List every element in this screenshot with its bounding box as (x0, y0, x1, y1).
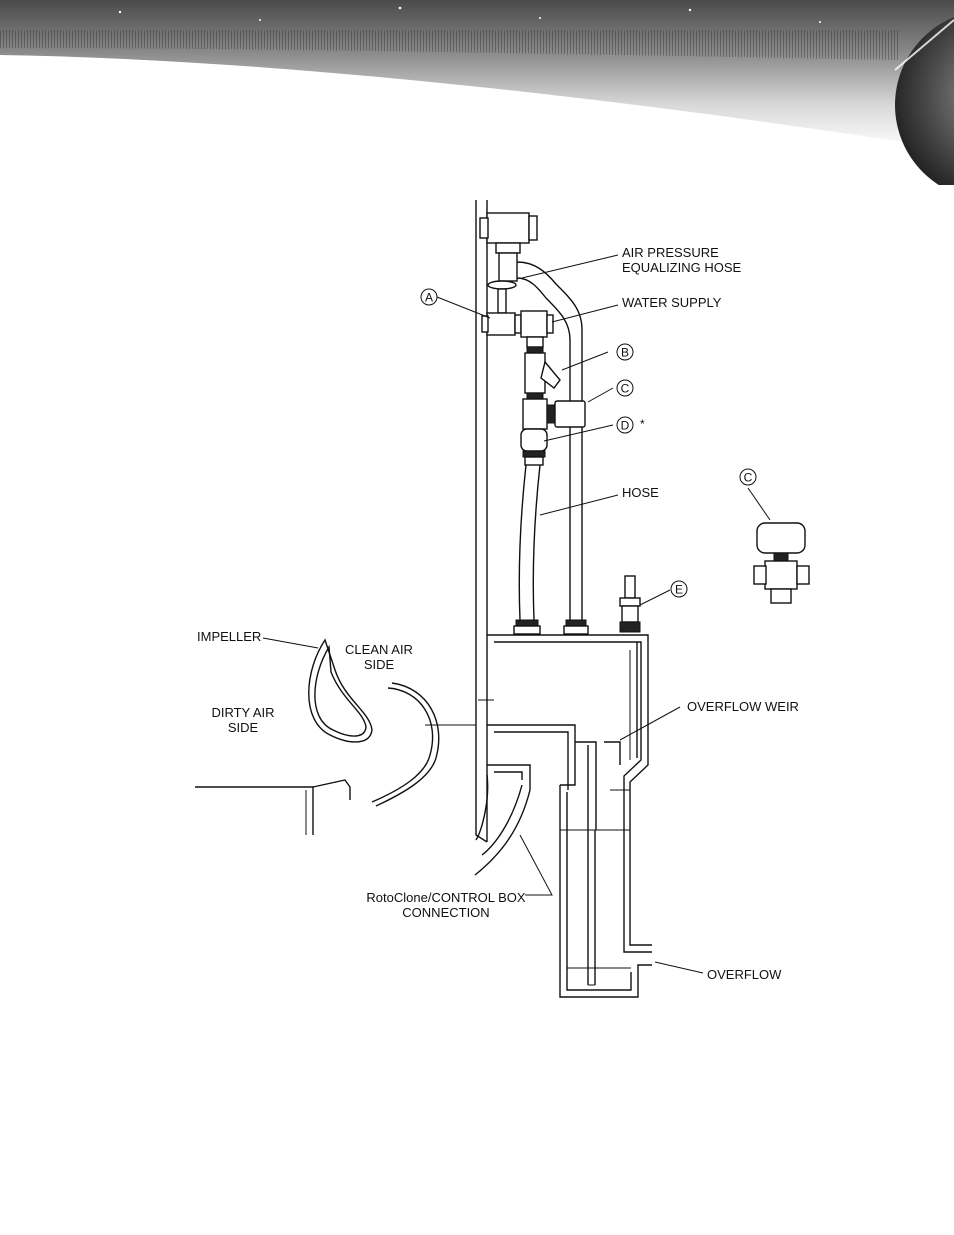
label-dirty-air: DIRTY AIR (211, 705, 274, 720)
valve-e (620, 576, 640, 632)
label-rotoclone: RotoClone/CONTROL BOX (366, 890, 526, 905)
cabinet-wall (476, 200, 487, 842)
valve-d (521, 429, 547, 465)
leader-lines (263, 255, 770, 973)
callout-c-detail: C (740, 469, 756, 485)
valve-c (523, 399, 585, 429)
asterisk-note: * (640, 417, 645, 431)
valve-a-assembly (482, 281, 553, 337)
label-clean-air-side: SIDE (364, 657, 395, 672)
label-air-pressure: AIR PRESSURE (622, 245, 719, 260)
water-hose (514, 465, 588, 634)
label-hose: HOSE (622, 485, 659, 500)
strainer-b (525, 337, 560, 399)
label-equalizing-hose: EQUALIZING HOSE (622, 260, 742, 275)
callout-e: E (671, 581, 687, 597)
label-impeller: IMPELLER (197, 629, 261, 644)
label-water-supply: WATER SUPPLY (622, 295, 722, 310)
callout-d: D (617, 417, 633, 433)
top-tee-fitting (480, 213, 537, 281)
svg-text:A: A (425, 291, 433, 305)
label-dirty-air-side: SIDE (228, 720, 259, 735)
svg-text:C: C (744, 471, 753, 485)
label-overflow: OVERFLOW (707, 967, 782, 982)
label-overflow-weir: OVERFLOW WEIR (687, 699, 799, 714)
water-tank (478, 635, 652, 997)
callout-c: C (617, 380, 633, 396)
label-connection: CONNECTION (402, 905, 489, 920)
svg-text:D: D (621, 419, 630, 433)
svg-text:B: B (621, 346, 629, 360)
callout-b: B (617, 344, 633, 360)
valve-c-detail (754, 523, 809, 603)
rotoclone-duct (425, 725, 530, 875)
callout-a: A (421, 289, 437, 305)
svg-text:C: C (621, 382, 630, 396)
svg-text:E: E (675, 583, 683, 597)
label-clean-air: CLEAN AIR (345, 642, 413, 657)
